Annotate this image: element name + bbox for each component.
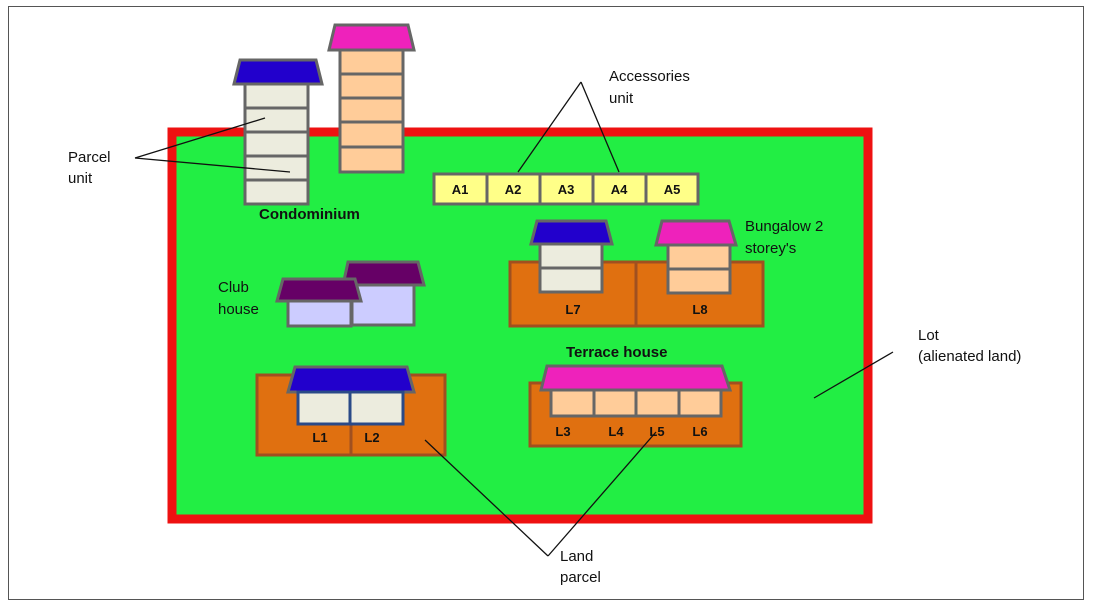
condominium-tower-peach — [327, 23, 416, 174]
lot-l8-label: L8 — [692, 302, 707, 317]
land-parcel-label-line1: Land — [560, 548, 593, 565]
terrace-parcels: L3 L4 L5 L6 — [528, 364, 743, 448]
accessory-a1: A1 — [452, 182, 469, 197]
accessory-a5: A5 — [664, 182, 681, 197]
lot-l3-label: L3 — [555, 424, 570, 439]
terrace-house-label: Terrace house — [566, 344, 667, 361]
parcels-l1-l2: L1 L2 — [255, 365, 447, 457]
parcel-unit-label-line1: Parcel — [68, 149, 111, 166]
accessory-a4: A4 — [611, 182, 628, 197]
parcel-unit-label-line2: unit — [68, 170, 93, 187]
condominium-label: Condominium — [259, 206, 360, 223]
lot-l4-label: L4 — [608, 424, 624, 439]
accessories-unit-label-line1: Accessories — [609, 68, 690, 85]
accessories-unit-label-line2: unit — [609, 90, 634, 107]
accessories-row: A1 A2 A3 A4 A5 — [432, 172, 700, 206]
bungalow-parcels: L7 L8 — [508, 219, 765, 328]
bungalow-label-line1: Bungalow 2 — [745, 218, 823, 235]
land-parcel-label-line2: parcel — [560, 569, 601, 586]
lot-l1-label: L1 — [312, 430, 327, 445]
club-house-label-line1: Club — [218, 279, 249, 296]
club-house — [275, 260, 426, 328]
leader-lines — [134, 81, 894, 557]
accessory-a2: A2 — [505, 182, 522, 197]
lot-label-line1: Lot — [918, 327, 940, 344]
diagram-frame — [8, 6, 1084, 600]
accessory-a3: A3 — [558, 182, 575, 197]
lot-l7-label: L7 — [565, 302, 580, 317]
lot-label-line2: (alienated land) — [918, 348, 1021, 365]
lot-l6-label: L6 — [692, 424, 707, 439]
lot-l2-label: L2 — [364, 430, 379, 445]
bungalow-label-line2: storey's — [745, 240, 796, 257]
condominium-tower-grey — [232, 58, 324, 206]
club-house-label-line2: house — [218, 301, 259, 318]
